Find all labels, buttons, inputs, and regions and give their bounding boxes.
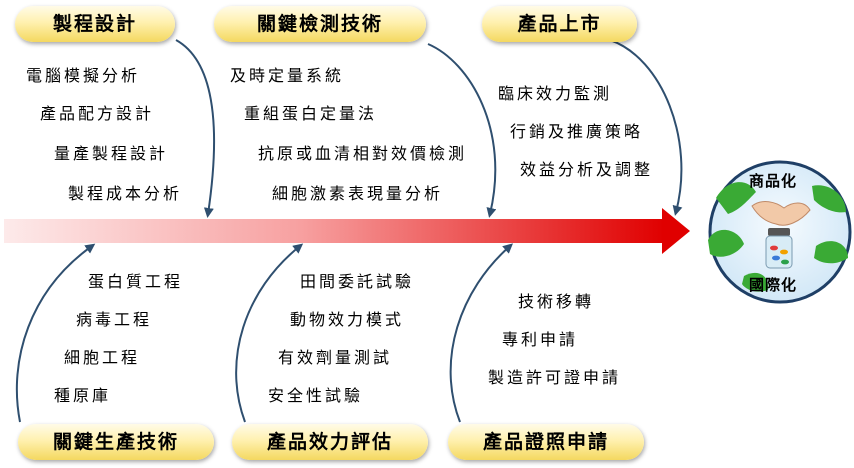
hub-label-internationalization: 國際化 bbox=[749, 276, 798, 294]
handshake-icon bbox=[751, 201, 811, 226]
hub-label-commercialization: 商品化 bbox=[749, 172, 798, 190]
stage-tag-efficacy: 產品效力評估 bbox=[232, 424, 428, 460]
main-arrow bbox=[4, 208, 690, 254]
testing-item: 抗原或血清相對效價檢測 bbox=[258, 144, 468, 163]
testing-item: 及時定量系統 bbox=[230, 66, 345, 85]
capsule-bottle-icon bbox=[765, 228, 793, 269]
design-item: 電腦模擬分析 bbox=[26, 66, 141, 85]
design-item: 量產製程設計 bbox=[54, 144, 169, 163]
design-item: 產品配方設計 bbox=[40, 104, 155, 123]
connector-bottom-1 bbox=[15, 243, 96, 423]
production-item: 病毒工程 bbox=[76, 310, 153, 329]
connector-top-3 bbox=[609, 39, 683, 216]
testing-item: 重組蛋白定量法 bbox=[244, 104, 378, 123]
license-item: 技術移轉 bbox=[518, 292, 595, 311]
connector-top-2 bbox=[427, 43, 497, 218]
efficacy-item: 動物效力模式 bbox=[290, 310, 405, 329]
hub-circle bbox=[708, 160, 852, 304]
stage-tag-market: 產品上市 bbox=[482, 6, 637, 42]
market-item: 行銷及推廣策略 bbox=[510, 122, 644, 141]
efficacy-item: 有效劑量測試 bbox=[278, 348, 393, 367]
stage-tag-license: 產品證照申請 bbox=[448, 424, 644, 460]
green-hand-icon bbox=[814, 241, 848, 264]
production-item: 細胞工程 bbox=[64, 348, 141, 367]
production-item: 蛋白質工程 bbox=[88, 272, 184, 291]
market-item: 效益分析及調整 bbox=[520, 160, 654, 179]
license-item: 專利申請 bbox=[502, 330, 579, 349]
design-item: 製程成本分析 bbox=[68, 184, 183, 203]
testing-item: 細胞激素表現量分析 bbox=[272, 184, 444, 203]
stage-tag-testing: 關鍵檢測技術 bbox=[214, 6, 426, 42]
market-item: 臨床效力監測 bbox=[498, 84, 613, 103]
stage-tag-production: 關鍵生產技術 bbox=[18, 424, 214, 460]
green-hand-icon bbox=[742, 272, 769, 292]
connector-top-1 bbox=[175, 39, 216, 218]
production-item: 種原庫 bbox=[54, 386, 112, 405]
connector-bottom-2 bbox=[235, 243, 304, 423]
license-item: 製造許可證申請 bbox=[488, 368, 622, 387]
green-hand-icon bbox=[716, 182, 756, 214]
efficacy-item: 安全性試驗 bbox=[268, 386, 364, 405]
connector-bottom-3 bbox=[449, 243, 514, 423]
green-hand-icon bbox=[708, 229, 744, 257]
efficacy-item: 田間委託試驗 bbox=[300, 272, 415, 291]
green-hand-icon bbox=[812, 185, 846, 213]
stage-tag-design: 製程設計 bbox=[15, 6, 175, 42]
